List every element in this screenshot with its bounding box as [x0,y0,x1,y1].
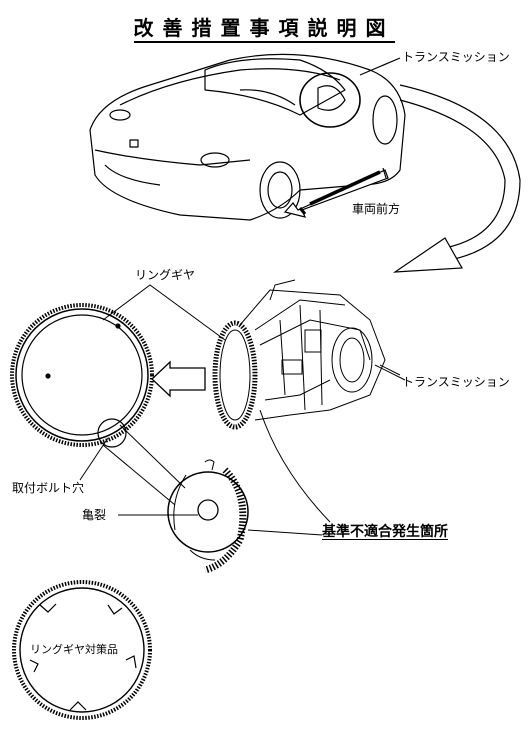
label-countermeasure-ring-gear: リングギヤ対策品 [30,643,118,656]
label-transmission-mid: トランスミッション [402,375,510,389]
label-vehicle-forward: 車両前方 [352,202,401,216]
zoom-line-lower [102,444,176,506]
ring-gear-drawing [10,303,154,448]
ring-gear-leader [102,284,226,341]
front-wheel [259,161,301,219]
transmission-drawing [212,279,401,430]
direction-arrow [151,360,206,398]
countermeasure-ring-gear [12,580,152,720]
bolt-hole-leader [79,437,109,481]
rear-wheel [372,95,398,145]
car-illustration [89,53,406,221]
curved-arrow [392,84,521,273]
transmission-leader [374,364,406,381]
transmission-location-circle [299,72,361,128]
label-transmission-top: トランスミッション [402,50,510,64]
zoom-line-upper [119,424,186,489]
label-nonconformity-location: 基準不適合発生箇所 [322,524,448,540]
label-crack: 亀裂 [82,508,107,522]
label-mounting-bolt-hole: 取付ボルト穴 [12,481,85,495]
crack-detail [167,459,249,574]
page-title: 改善措置事項説明図 [0,12,528,43]
vehicle-forward-arrow [283,167,389,218]
nonconformity-leader-1 [259,409,331,523]
label-ring-gear: リングギヤ [135,268,196,282]
nonconformity-leader-2 [247,529,323,536]
